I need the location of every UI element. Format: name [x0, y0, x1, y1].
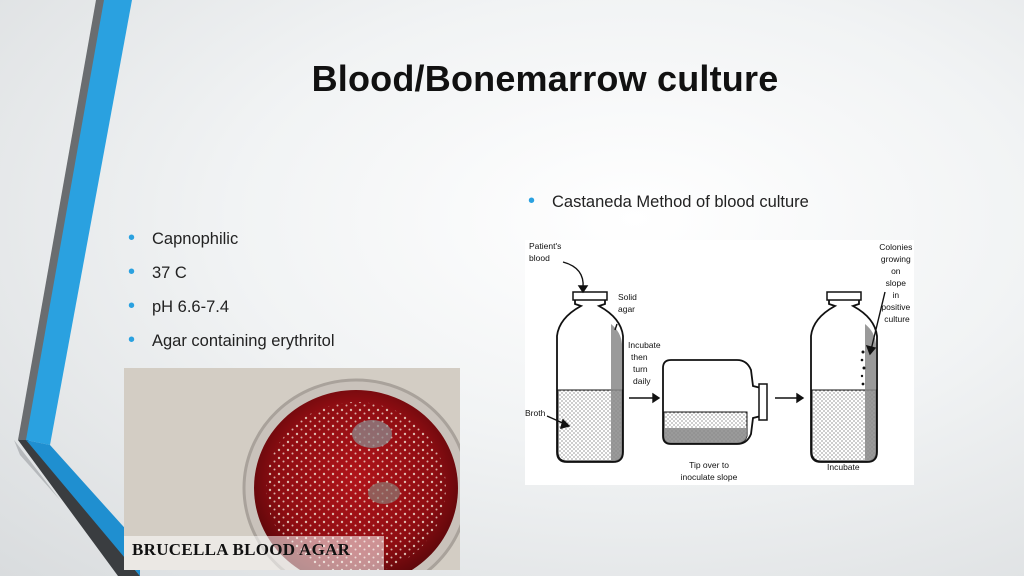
decorative-stripes — [14, 0, 140, 576]
label-incubate: Incubate — [827, 462, 860, 472]
bullet-icon: • — [128, 295, 136, 317]
list-item: •Agar containing erythritol — [128, 329, 335, 351]
agar-plate-photo: BRUCELLA BLOOD AGAR — [124, 368, 460, 570]
right-bullet-list: •Castaneda Method of blood culture — [528, 191, 809, 225]
list-item: •Capnophilic — [128, 227, 239, 249]
label-broth: Broth — [525, 408, 546, 418]
left-bullet-list: •Capnophilic •37 C •pH 6.6-7.4 •Agar con… — [128, 228, 335, 364]
bullet-icon: • — [528, 190, 536, 212]
bottle-incubated — [810, 291, 878, 463]
label-colonies: Colonies growing on slope in positive cu… — [879, 242, 914, 324]
bottle-upright — [556, 291, 624, 463]
bullet-icon: • — [128, 227, 136, 249]
photo-caption: BRUCELLA BLOOD AGAR — [132, 540, 351, 559]
list-item: •Castaneda Method of blood culture — [528, 190, 809, 212]
page-title: Blood/Bonemarrow culture — [311, 58, 779, 99]
bottle-tipped — [662, 359, 768, 445]
arrow-icon — [546, 261, 886, 429]
bullet-icon: • — [128, 261, 136, 283]
agar-plate-illustration — [124, 368, 460, 570]
bullet-icon: • — [128, 329, 136, 351]
list-item: •37 C — [128, 261, 187, 283]
list-item: •pH 6.6-7.4 — [128, 295, 230, 317]
